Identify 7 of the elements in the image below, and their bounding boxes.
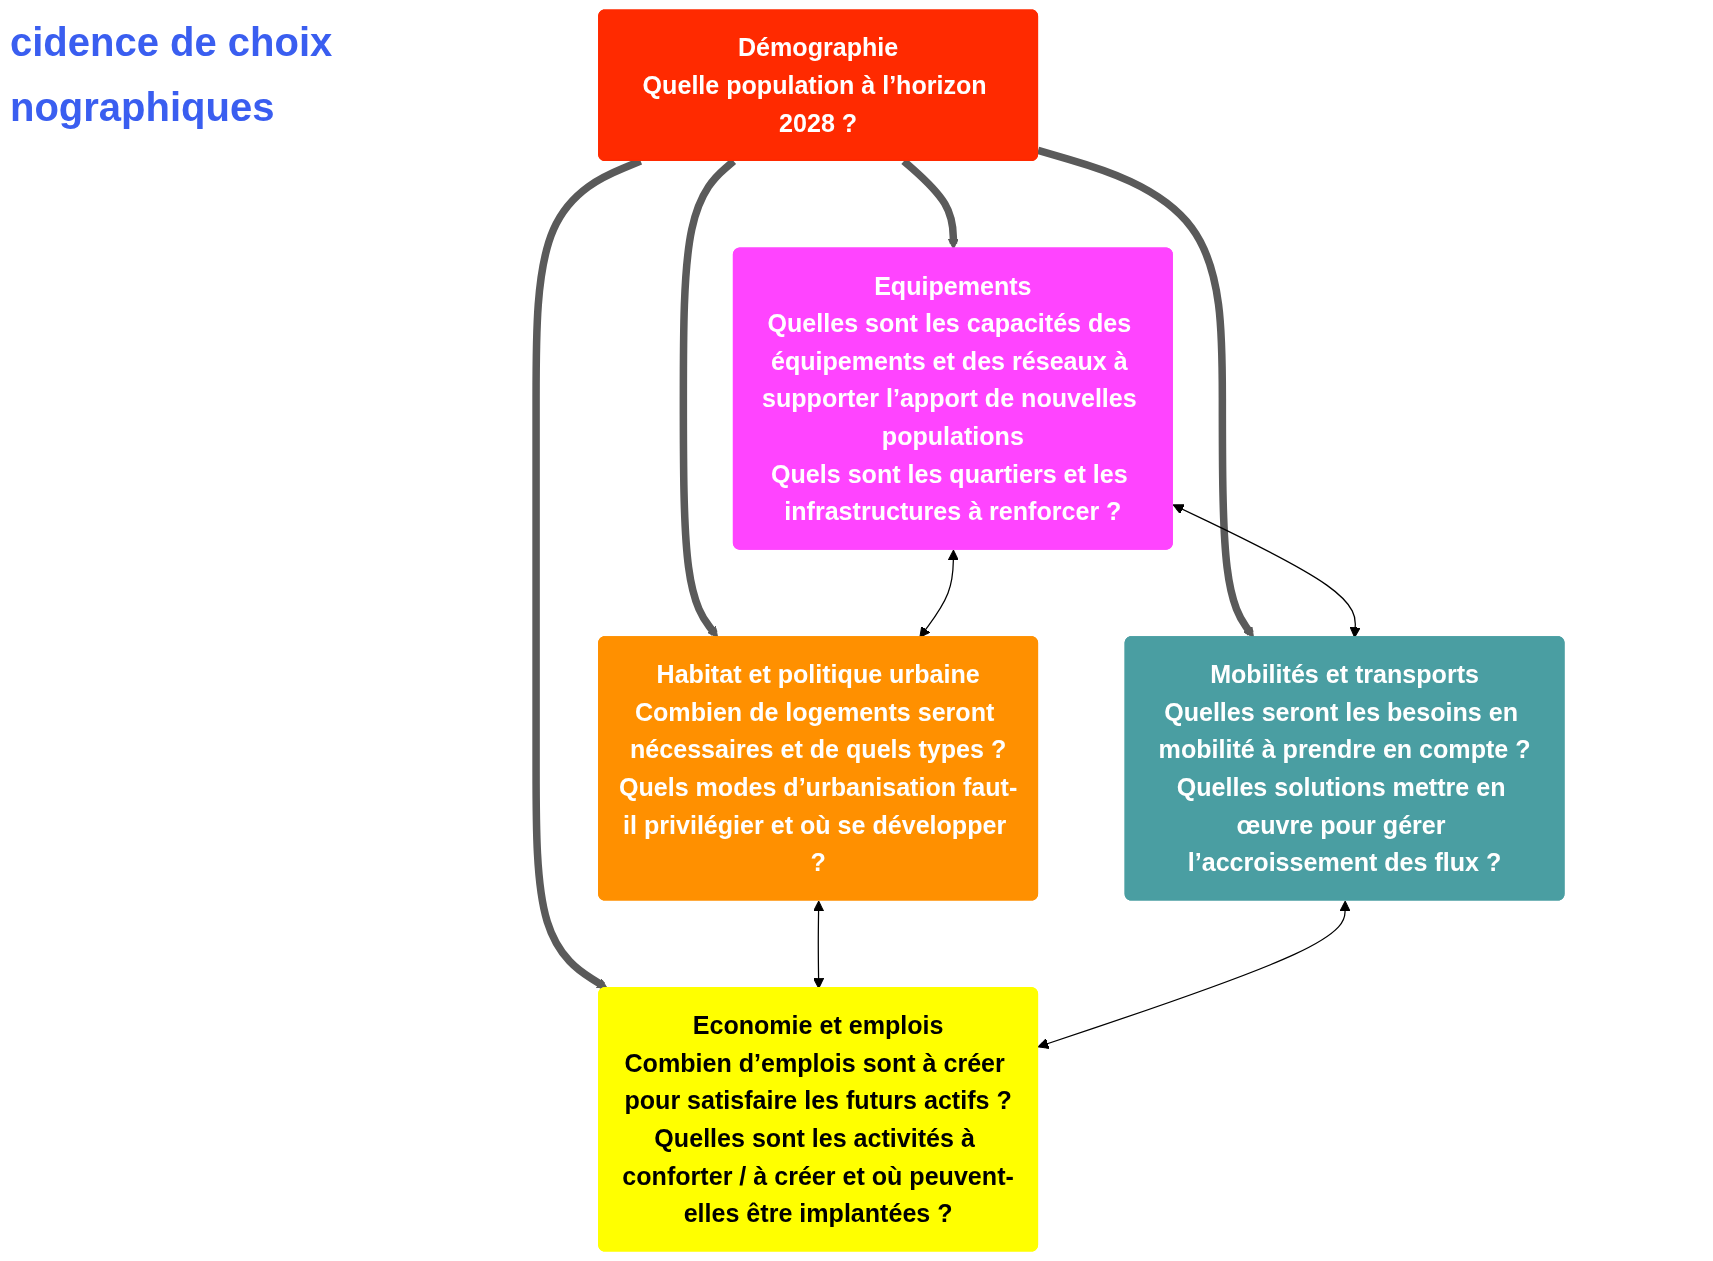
arrow: [1037, 146, 1255, 638]
arrow: [1172, 504, 1361, 638]
heading-text: nographiques: [10, 85, 276, 130]
arrow: [813, 900, 825, 989]
heading-text: cidence de choix: [10, 20, 333, 65]
arrow: [1037, 900, 1351, 1049]
arrow: [919, 549, 959, 638]
